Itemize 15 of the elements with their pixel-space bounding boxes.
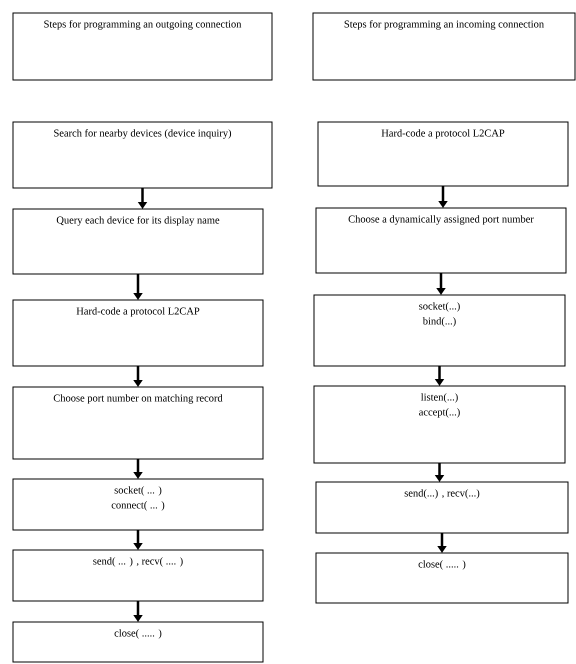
step-box: Hard-code a protocol L2CAP (318, 122, 568, 186)
step-box: Choose port number on matching record (12, 386, 264, 460)
step-box: listen(...) accept(...) (314, 386, 566, 464)
step-box: socket( ... ) connect( ... ) (12, 478, 264, 530)
step-box: send(...) , recv(...) (316, 482, 568, 534)
heading-box: Steps for programming an outgoing connection (12, 12, 272, 80)
step-box: Choose a dynamically assigned port number (316, 208, 566, 274)
step-box: close( ..... ) (316, 552, 568, 604)
step-box: close( ..... ) (12, 622, 264, 662)
step-box: socket(...) bind(...) (314, 294, 566, 366)
step-box: send( ... ) , recv( .... ) (12, 550, 264, 602)
step-box: Query each device for its display name (12, 208, 264, 274)
step-box: Hard-code a protocol L2CAP (12, 300, 264, 366)
heading-box: Steps for programming an incoming connection (312, 12, 576, 80)
step-box: Search for nearby devices (device inquiry) (12, 122, 272, 188)
